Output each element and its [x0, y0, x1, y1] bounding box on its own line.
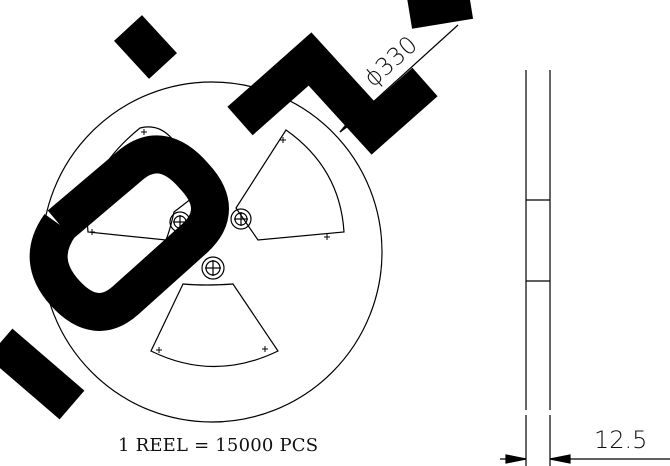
reel-width-label: 12.5 [594, 426, 647, 454]
reel-marks [89, 129, 330, 353]
diagonal-watermark [0, 0, 474, 420]
reel-window-top-right [235, 129, 345, 241]
reel-count-label: 1 REEL = 15000 PCS [118, 435, 318, 456]
reel-window-bottom [150, 283, 279, 368]
reel-side-view [500, 70, 670, 466]
reel-outer-circle [41, 81, 383, 423]
reel-front-view [41, 81, 383, 423]
